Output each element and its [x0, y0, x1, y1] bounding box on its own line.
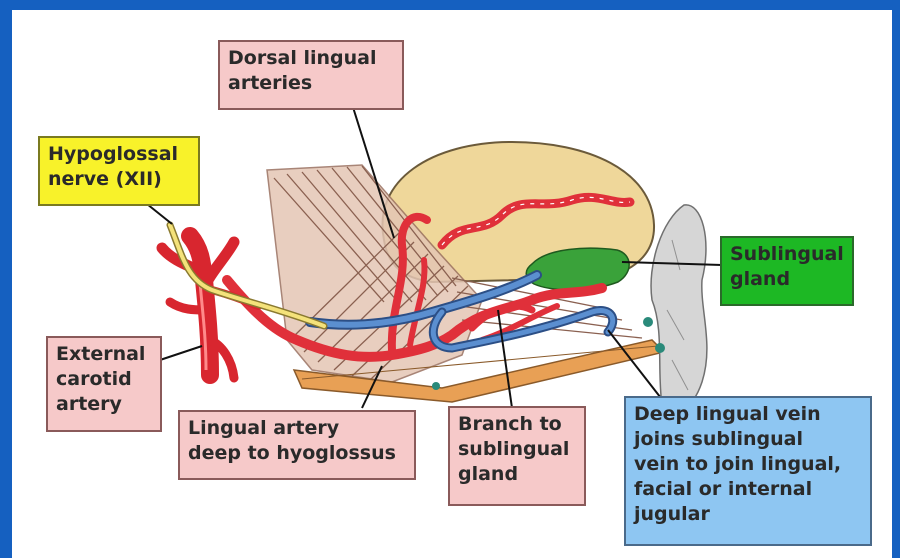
label-sublingual-gland: Sublingual gland: [720, 236, 854, 306]
label-external-carotid-artery: External carotid artery: [46, 336, 162, 432]
label-hypoglossal-nerve: Hypoglossal nerve (XII): [38, 136, 200, 206]
label-lingual-artery-deep-to-hyoglossus: Lingual artery deep to hyoglossus: [178, 410, 416, 480]
hyoid-marker: [432, 382, 440, 390]
label-branch-to-sublingual-gland: Branch to sublingual gland: [448, 406, 586, 506]
external-carotid-artery-vessel: [162, 236, 258, 378]
diagram-canvas: Dorsal lingual arteries Hypoglossal nerv…: [12, 10, 892, 558]
label-dorsal-lingual-arteries: Dorsal lingual arteries: [218, 40, 404, 110]
mandible-bone: [651, 205, 707, 413]
genial-tubercle-lower: [655, 343, 665, 353]
genial-tubercle-upper: [643, 317, 653, 327]
label-deep-lingual-vein: Deep lingual vein joins sublingual vein …: [624, 396, 872, 546]
